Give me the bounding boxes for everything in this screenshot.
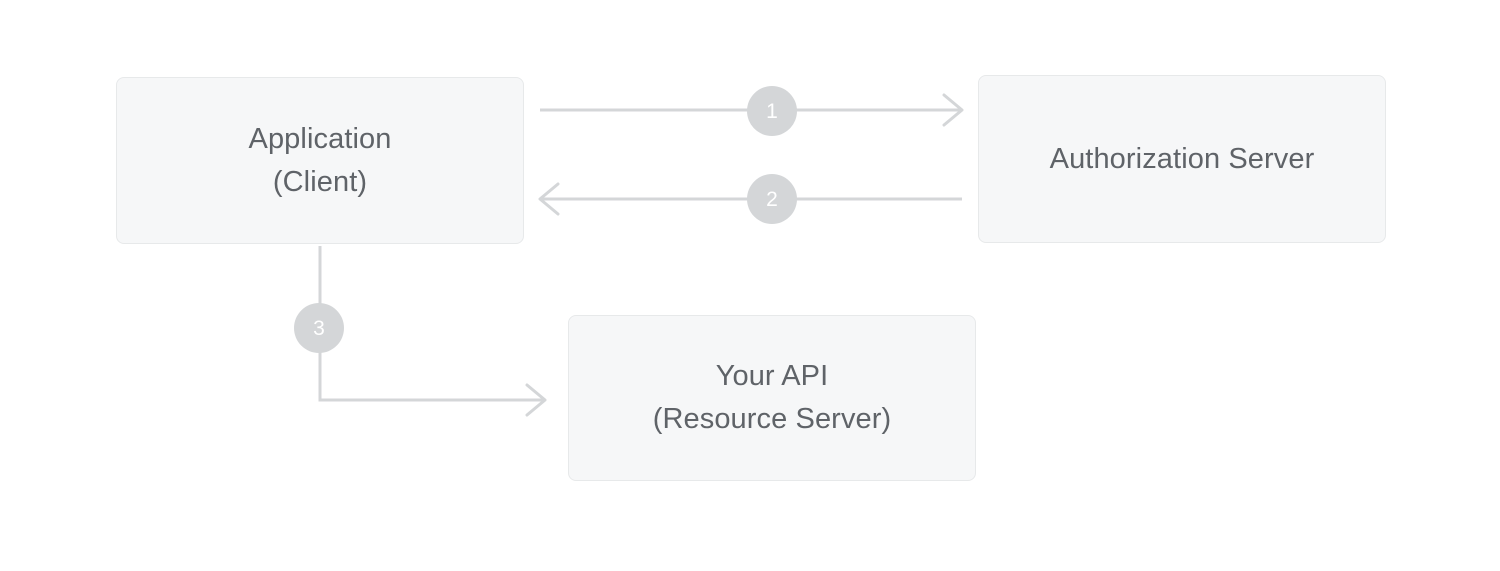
step-badge-1-number: 1 xyxy=(766,99,778,123)
connector-step-3-line xyxy=(318,246,545,402)
step-badge-3-number: 3 xyxy=(313,316,325,340)
connector-step-1-arrowhead xyxy=(942,93,964,127)
step-badge-2: 2 xyxy=(747,174,797,224)
node-your-api[interactable]: Your API (Resource Server) xyxy=(568,315,976,481)
node-your-api-label: Your API (Resource Server) xyxy=(652,360,892,435)
connector-step-2-arrowhead xyxy=(538,182,560,216)
node-application-label: Application (Client) xyxy=(248,122,392,198)
node-application[interactable]: Application (Client) xyxy=(116,77,524,244)
node-authorization-server-label: Authorization Server xyxy=(1049,142,1315,175)
node-authorization-server[interactable]: Authorization Server xyxy=(978,75,1386,243)
step-badge-1: 1 xyxy=(747,86,797,136)
step-badge-3: 3 xyxy=(294,303,344,353)
step-badge-2-number: 2 xyxy=(766,187,778,211)
connector-step-3 xyxy=(318,246,547,417)
connector-step-3-arrowhead xyxy=(525,383,547,417)
